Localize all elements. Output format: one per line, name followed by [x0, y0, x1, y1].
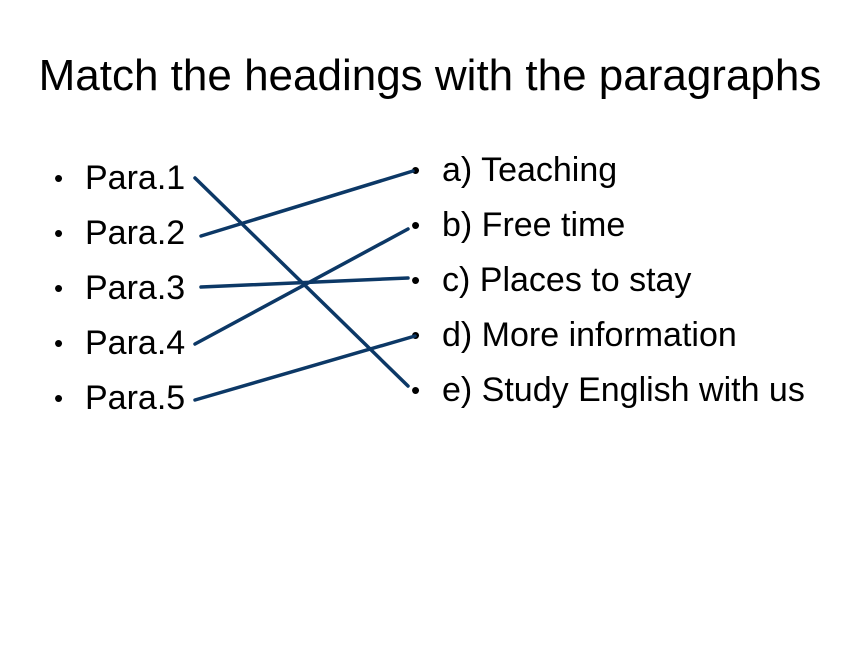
bullet-icon: •: [54, 273, 64, 303]
list-item-heading-b: • b) Free time: [411, 198, 831, 253]
list-item-heading-d: • d) More information: [411, 308, 831, 363]
paragraph-label: Para.3: [85, 269, 186, 307]
list-item-para-1: • Para.1: [54, 151, 185, 206]
match-line-para2-a: [199, 169, 415, 238]
list-item-para-3: • Para.3: [54, 261, 185, 316]
bullet-icon: •: [54, 163, 64, 193]
match-line-para3-c: [199, 276, 410, 289]
paragraph-label: Para.5: [85, 379, 186, 417]
list-item-heading-a: • a) Teaching: [411, 143, 831, 198]
paragraph-list: • Para.1 • Para.2 • Para.3 • Para.4 • Para.5: [54, 151, 185, 426]
bullet-icon: •: [411, 265, 421, 295]
heading-label: e) Study English with us: [442, 371, 805, 409]
bullet-icon: •: [411, 210, 421, 240]
list-item-para-4: • Para.4: [54, 316, 185, 371]
heading-label: d) More information: [442, 316, 737, 354]
list-item-para-5: • Para.5: [54, 371, 185, 426]
paragraph-label: Para.2: [85, 214, 186, 252]
paragraph-label: Para.1: [85, 159, 186, 197]
match-line-para4-b: [193, 227, 410, 346]
bullet-icon: •: [54, 218, 64, 248]
heading-list: • a) Teaching • b) Free time • c) Places to…: [411, 143, 831, 412]
bullet-icon: •: [411, 155, 421, 185]
list-item-para-2: • Para.2: [54, 206, 185, 261]
heading-label: a) Teaching: [442, 151, 618, 189]
bullet-icon: •: [54, 383, 64, 413]
page-title: Match the headings with the paragraphs: [38, 51, 822, 100]
bullet-icon: •: [411, 320, 421, 350]
match-line-para1-e: [193, 176, 410, 388]
bullet-icon: •: [54, 328, 64, 358]
match-line-para5-d: [193, 334, 417, 402]
list-item-heading-e: • e) Study English with us: [411, 363, 831, 412]
heading-label: b) Free time: [442, 206, 626, 244]
list-item-heading-c: • c) Places to stay: [411, 253, 831, 308]
paragraph-label: Para.4: [85, 324, 186, 362]
bullet-icon: •: [411, 375, 421, 405]
heading-label: c) Places to stay: [442, 261, 692, 299]
